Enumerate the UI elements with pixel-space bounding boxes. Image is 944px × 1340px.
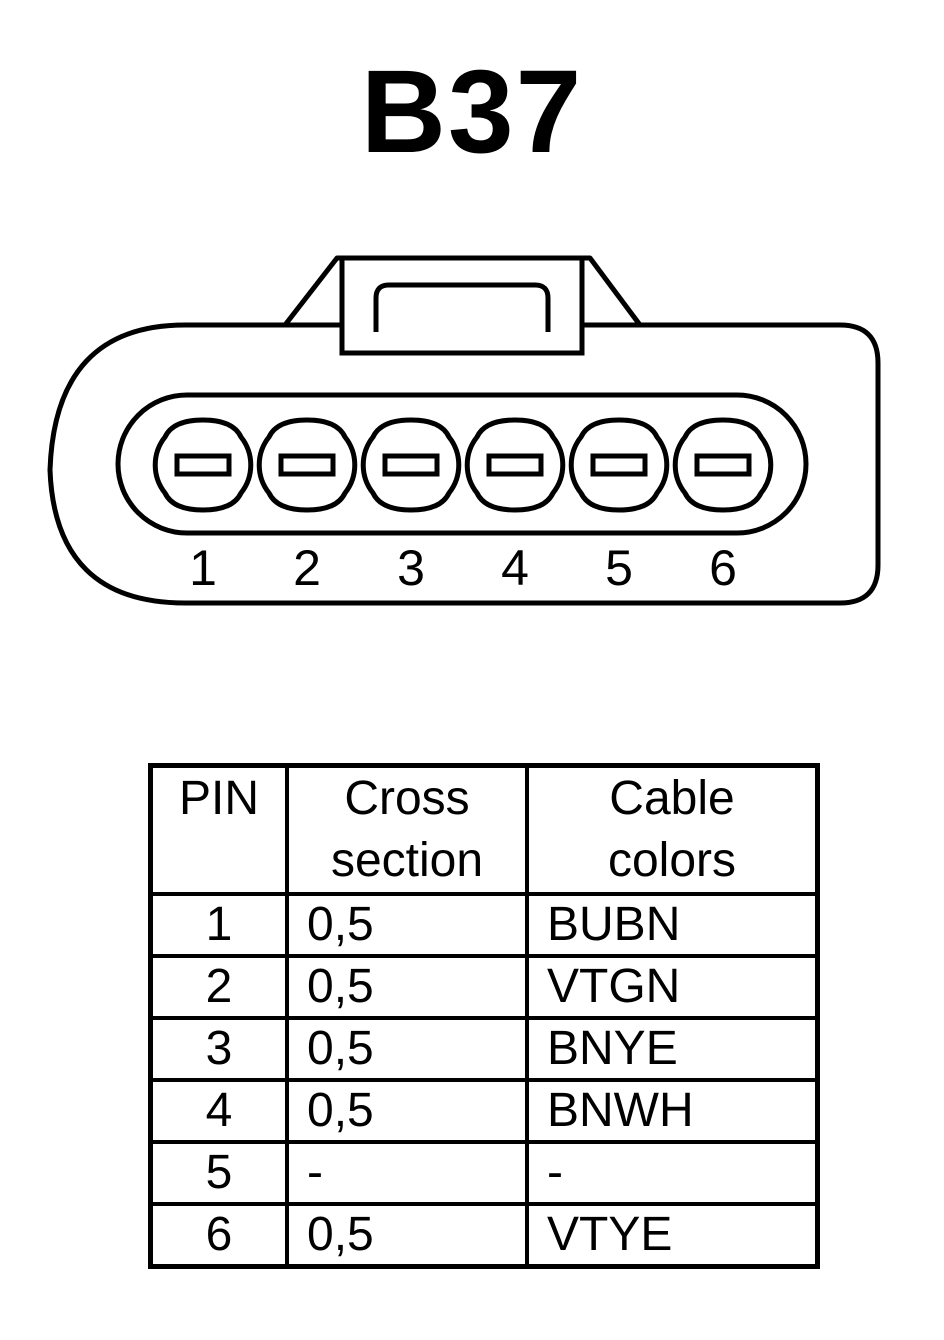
connector-title: B37 bbox=[360, 46, 584, 178]
cross-section-cell: 0,5 bbox=[285, 954, 529, 1020]
pin-cell: 3 bbox=[148, 1016, 289, 1082]
cable-color-cell: - bbox=[525, 1140, 820, 1206]
pin-socket-4 bbox=[464, 417, 566, 513]
pin-number-label: 1 bbox=[189, 540, 217, 596]
cross-section-cell: 0,5 bbox=[285, 892, 529, 958]
table-row: 5-- bbox=[148, 1140, 820, 1206]
header-cross-line1: Cross bbox=[344, 772, 470, 825]
pin-number-label: 6 bbox=[709, 540, 737, 596]
cable-color-cell: BNYE bbox=[525, 1016, 820, 1082]
pin-slot bbox=[278, 453, 336, 477]
header-cross-line2: section bbox=[330, 834, 484, 887]
pin-cell: 5 bbox=[148, 1140, 289, 1206]
cross-section-cell: 0,5 bbox=[285, 1078, 529, 1144]
cable-color-cell: VTYE bbox=[525, 1202, 820, 1269]
pin-socket-5 bbox=[568, 417, 670, 513]
pin-slot bbox=[174, 453, 232, 477]
pin-cell: 1 bbox=[148, 892, 289, 958]
pin-number-label: 3 bbox=[397, 540, 425, 596]
header-pin-label: PIN bbox=[178, 772, 259, 825]
cable-color-cell: BNWH bbox=[525, 1078, 820, 1144]
pin-socket-2 bbox=[256, 417, 358, 513]
cable-color-cell: VTGN bbox=[525, 954, 820, 1020]
pin-cell: 6 bbox=[148, 1202, 289, 1269]
pin-slot bbox=[590, 453, 648, 477]
connector-diagram: 1 2 3 4 5 6 bbox=[47, 255, 881, 606]
pin-slot bbox=[486, 453, 544, 477]
table-header-row: PIN Cross section Cable colors bbox=[148, 763, 820, 896]
cross-section-cell: 0,5 bbox=[285, 1202, 529, 1269]
pin-socket-1 bbox=[152, 417, 254, 513]
header-color-line2: colors bbox=[607, 834, 737, 887]
latch-box bbox=[339, 255, 585, 356]
pin-number-label: 4 bbox=[501, 540, 529, 596]
cable-color-cell: BUBN bbox=[525, 892, 820, 958]
pin-slot bbox=[382, 453, 440, 477]
pin-slot bbox=[694, 453, 752, 477]
header-cable-colors: Cable colors bbox=[525, 763, 820, 896]
pin-number-label: 2 bbox=[293, 540, 321, 596]
pin-socket-6 bbox=[672, 417, 774, 513]
pin-cell: 4 bbox=[148, 1078, 289, 1144]
pin-number-label: 5 bbox=[605, 540, 633, 596]
pin-socket-3 bbox=[360, 417, 462, 513]
header-color-line1: Cable bbox=[609, 772, 735, 825]
latch-window bbox=[373, 282, 551, 332]
pin-cell: 2 bbox=[148, 954, 289, 1020]
header-cross-section: Cross section bbox=[285, 763, 529, 896]
cross-section-cell: - bbox=[285, 1140, 529, 1206]
cross-section-cell: 0,5 bbox=[285, 1016, 529, 1082]
header-pin: PIN bbox=[148, 763, 289, 896]
